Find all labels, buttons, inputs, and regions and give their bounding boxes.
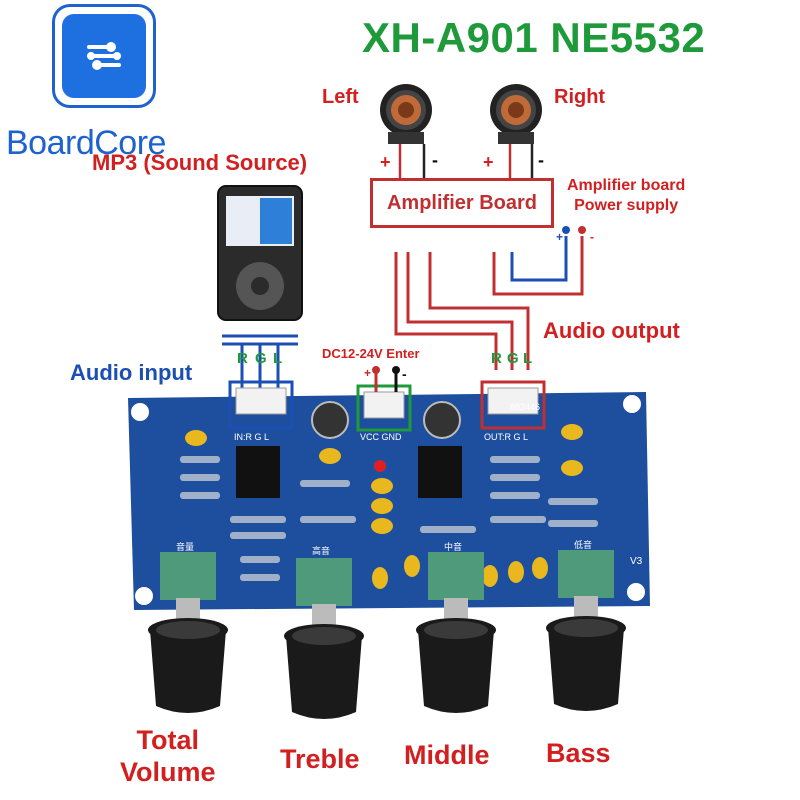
speaker-right-plus: + xyxy=(483,152,494,172)
knob-total-line1: Total xyxy=(136,725,200,755)
amp-power-line1: Amplifier board xyxy=(567,177,686,194)
output-pin-g: G xyxy=(507,350,519,367)
audio-output-label: Audio output xyxy=(543,318,680,343)
speaker-right-icon xyxy=(490,84,542,144)
amp-power-line2: Power supply xyxy=(574,197,679,214)
knob-icon xyxy=(546,616,626,711)
amp-power-plus: + xyxy=(556,230,564,244)
amp-power-label: Amplifier board Power supply xyxy=(567,176,685,216)
silk-version: V3 xyxy=(630,556,643,567)
speaker-right-label: Right xyxy=(554,86,606,108)
amplifier-board-box: Amplifier Board xyxy=(370,178,554,228)
knob-middle-label: Middle xyxy=(404,740,490,770)
knob-total-line2: Volume xyxy=(120,757,216,787)
silk-power: VCC GND xyxy=(360,432,402,442)
silk-code: 882446 xyxy=(510,402,541,412)
silk-pot-4: 低音 xyxy=(574,540,593,550)
dc-minus: - xyxy=(402,366,407,382)
page-title: XH-A901 NE5532 xyxy=(362,14,706,61)
dc-plus: + xyxy=(364,366,372,380)
speaker-left-label: Left xyxy=(322,86,359,108)
silk-input: IN:R G L xyxy=(234,432,270,442)
output-pin-r: R xyxy=(491,350,502,367)
silk-pot-3: 中音 xyxy=(444,542,463,552)
knob-icon xyxy=(148,618,228,713)
brand-name: BoardCore xyxy=(6,124,166,162)
amplifier-board-label: Amplifier Board xyxy=(386,191,538,214)
silk-pot-1: 音量 xyxy=(176,542,195,552)
speaker-left-icon xyxy=(380,84,432,144)
input-pin-r: R xyxy=(237,350,248,367)
silk-output: OUT:R G L xyxy=(484,432,529,442)
silk-pot-2: 高音 xyxy=(312,546,331,556)
input-pin-l: L xyxy=(273,350,283,367)
speaker-left-plus: + xyxy=(380,152,391,172)
knob-icon xyxy=(416,618,496,713)
knob-treble-label: Treble xyxy=(280,744,360,774)
audio-input-label: Audio input xyxy=(70,360,193,385)
boardcore-logo-icon xyxy=(52,4,156,108)
mp3-player-icon xyxy=(217,185,303,321)
input-pin-g: G xyxy=(255,350,267,367)
pcb-board xyxy=(128,380,650,626)
speaker-right-minus: - xyxy=(538,150,544,170)
knob-bass-label: Bass xyxy=(546,738,611,768)
dc-input-label: DC12-24V Enter xyxy=(322,346,420,361)
source-label: MP3 (Sound Source) xyxy=(92,150,308,175)
knob-icon xyxy=(284,624,364,719)
speaker-left-minus: - xyxy=(432,150,438,170)
knob-total-volume-label: Total Volume xyxy=(120,724,216,788)
amp-power-minus: - xyxy=(590,230,594,244)
potentiometers xyxy=(160,550,614,626)
output-pin-l: L xyxy=(523,350,533,367)
